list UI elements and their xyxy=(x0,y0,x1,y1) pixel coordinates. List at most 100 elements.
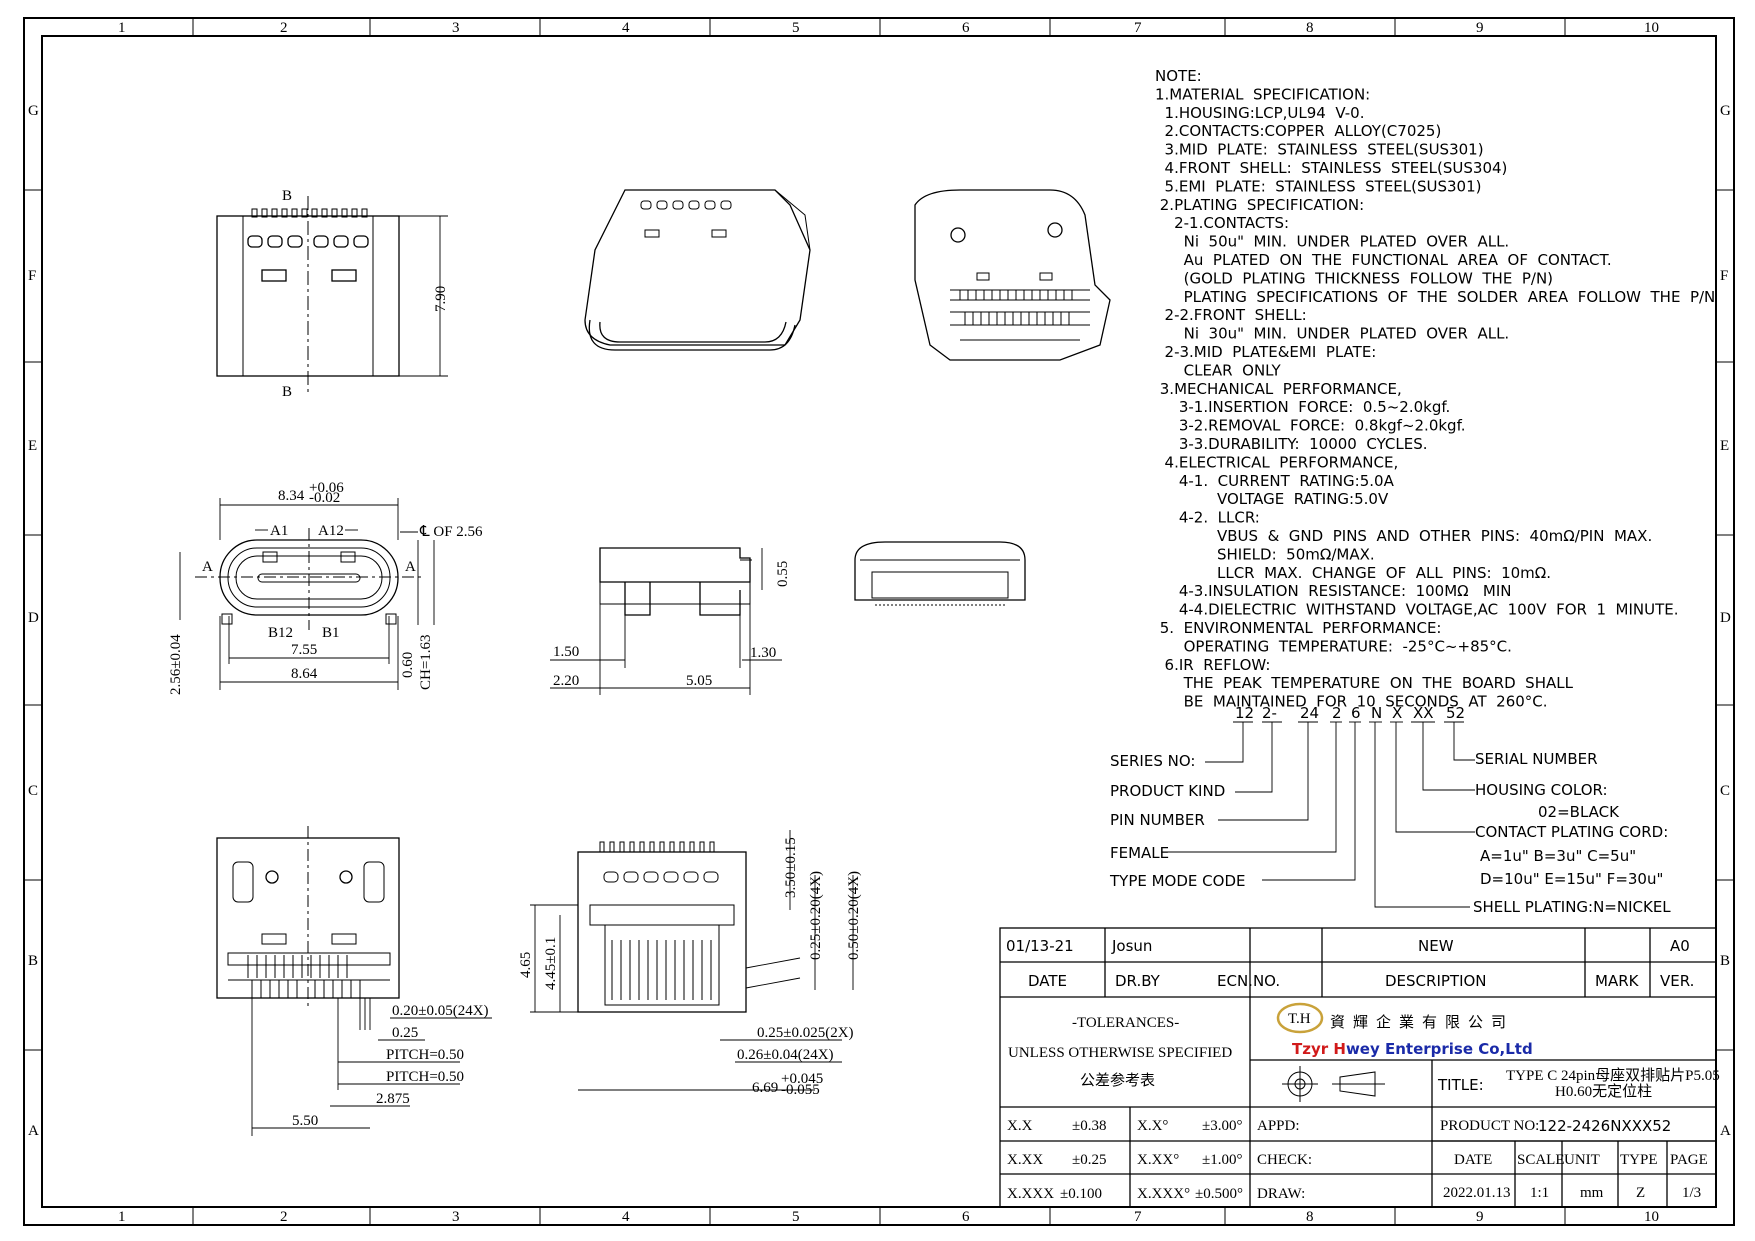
note-line: 4-4.DIELECTRIC WITHSTAND VOLTAGE,AC 100V… xyxy=(1155,601,1679,619)
label-views-front-dim_0_60: 0.60 xyxy=(400,652,416,678)
label-views-front-width_base: 8.34 xyxy=(278,488,305,504)
col-label-top: 2 xyxy=(280,20,288,36)
label-title_block-appd: APPD: xyxy=(1257,1118,1300,1134)
label-title_block-tol_rows-1-b: ±0.25 xyxy=(1072,1152,1106,1168)
label-title_block-company_cn: 資輝企業有限公司 xyxy=(1330,1013,1514,1031)
inner-frame xyxy=(41,35,1717,1208)
part-code-breakdown: 12 2- 24 2 6 N X XX 52 SERIES NO: PRODUC… xyxy=(1109,704,1671,916)
label-title_block-h_desc: DESCRIPTION xyxy=(1385,972,1487,990)
label-part_code-shell_plating: SHELL PLATING:N=NICKEL xyxy=(1473,898,1671,916)
row-label-left: C xyxy=(28,783,38,799)
label-title_block-h_ver: VER. xyxy=(1660,972,1694,990)
label-title_block-rev_desc: NEW xyxy=(1418,937,1454,955)
label-title_block-tol_rows-2-a: X.XXX xyxy=(1007,1186,1054,1202)
label-views-rear-v1: 3.50±0.15 xyxy=(783,837,799,898)
row-label-left: F xyxy=(28,268,36,284)
col-label-bottom: 9 xyxy=(1476,1209,1484,1225)
label-views-top-section_mark: B xyxy=(282,384,292,400)
note-line: 2-2.FRONT SHELL: xyxy=(1155,306,1307,324)
label-part_code-contact_plating_1: A=1u" B=3u" C=5u" xyxy=(1480,847,1636,865)
label-views-rear-d3_up: +0.045 xyxy=(781,1071,823,1087)
label-views-rear-d3_base: 6.69 xyxy=(752,1080,778,1096)
label-title_block-tol_rows-0-c: X.X° xyxy=(1137,1118,1168,1134)
label-title_block-rev_by: Josun xyxy=(1111,937,1152,955)
label-views-rear-v2: 0.25±0.20(4X) xyxy=(808,871,824,960)
label-views-bottom-d1: 0.20±0.05(24X) xyxy=(392,1003,489,1019)
note-line: (GOLD PLATING THICKNESS FOLLOW THE P/N) xyxy=(1155,269,1553,287)
zone-rows: G F E D C B A G F E D C B A xyxy=(24,103,1734,1139)
label-title_block-tol_rows-2-d: ±0.500° xyxy=(1195,1186,1243,1202)
label-title_block-tol_rows-2-c: X.XXX° xyxy=(1137,1186,1190,1202)
side-view: 0.55 1.50 1.30 2.20 5.05 xyxy=(550,547,791,695)
label-views-bottom-d2: 0.25 xyxy=(392,1025,418,1041)
projection-symbol-icon xyxy=(1282,1066,1385,1102)
label-title_block-v_unit: mm xyxy=(1580,1185,1604,1201)
label-views-front-pin_b1: B1 xyxy=(322,625,340,641)
note-line: 4-2. LLCR: xyxy=(1155,509,1260,527)
label-views-front-centerline: ℄ OF 2.56 xyxy=(419,524,483,540)
row-label-right: G xyxy=(1720,103,1731,119)
note-line: PLATING SPECIFICATIONS OF THE SOLDER ARE… xyxy=(1155,288,1715,306)
dim-7-90: 7.90 xyxy=(433,286,449,312)
label-part_code-segments-2: 24 xyxy=(1300,704,1319,722)
label-views-rear-d3_low: -0.055 xyxy=(781,1082,820,1098)
label-title_block-h_drby: DR.BY xyxy=(1115,972,1161,990)
note-line: CLEAR ONLY xyxy=(1155,361,1282,379)
note-line: 3-2.REMOVAL FORCE: 0.8kgf~2.0kgf. xyxy=(1155,417,1466,435)
col-label-bottom: 10 xyxy=(1644,1209,1659,1225)
col-label-bottom: 4 xyxy=(622,1209,630,1225)
label-title_block-title_label: TITLE: xyxy=(1437,1076,1484,1094)
label-title_block-check: CHECK: xyxy=(1257,1152,1312,1168)
label-views-rear-v3: 0.50±0.20(4X) xyxy=(846,871,862,960)
label-title_block-title_1: TYPE C 24pin母座双排贴片P5.05 xyxy=(1506,1067,1720,1084)
row-label-right: C xyxy=(1720,783,1730,799)
label-title_block-v_scale: 1:1 xyxy=(1530,1185,1549,1201)
note-line: OPERATING TEMPERATURE: -25°C~+85°C. xyxy=(1155,637,1512,655)
note-line: LLCR MAX. CHANGE OF ALL PINS: 10mΩ. xyxy=(1155,564,1551,582)
note-line: 5.EMI PLATE: STAINLESS STEEL(SUS301) xyxy=(1155,177,1482,195)
col-label-bottom: 1 xyxy=(118,1209,126,1225)
note-line: 2-3.MID PLATE&EMI PLATE: xyxy=(1155,343,1376,361)
col-label-bottom: 7 xyxy=(1134,1209,1142,1225)
note-line: 4.FRONT SHELL: STAINLESS STEEL(SUS304) xyxy=(1155,159,1507,177)
row-label-left: G xyxy=(28,103,39,119)
label-part_code-series_no: SERIES NO: xyxy=(1110,752,1195,770)
label-title_block-tol_title: -TOLERANCES- xyxy=(1072,1015,1179,1031)
label-views-front-pin_a1: A1 xyxy=(270,523,288,539)
top-view: B B 7.90 xyxy=(216,188,449,400)
label-title_block-h2_unit: UNIT xyxy=(1564,1152,1600,1168)
label-part_code-segments-3: 2 xyxy=(1332,704,1342,722)
label-title_block-product_label: PRODUCT NO: xyxy=(1440,1118,1539,1134)
col-label-top: 7 xyxy=(1134,20,1142,36)
note-line: BE MAINTAINED FOR 10 SECONDS AT 260°C. xyxy=(1155,693,1548,711)
label-views-rear-h1: 4.65 xyxy=(518,952,534,978)
label-part_code-segments-8: 52 xyxy=(1446,704,1465,722)
label-title_block-rev_date: 01/13-21 xyxy=(1006,937,1074,955)
label-title_block-company_en_2: H xyxy=(1333,1040,1346,1058)
label-title_block-draw: DRAW: xyxy=(1257,1186,1305,1202)
col-label-bottom: 5 xyxy=(792,1209,800,1225)
label-title_block-v_page: 1/3 xyxy=(1682,1185,1701,1201)
iso-view-front xyxy=(584,189,811,351)
label-part_code-female: FEMALE xyxy=(1110,844,1169,862)
label-part_code-pin_number: PIN NUMBER xyxy=(1110,811,1205,829)
label-part_code-segments-6: X xyxy=(1392,704,1402,722)
label-title_block-product_no: 122-2426NXXX52 xyxy=(1538,1117,1671,1135)
row-label-left: A xyxy=(28,1123,39,1139)
label-title_block-h2_date: DATE xyxy=(1454,1152,1492,1168)
row-label-right: D xyxy=(1720,610,1731,626)
label-views-bottom-d3: PITCH=0.50 xyxy=(386,1047,464,1063)
col-label-top: 10 xyxy=(1644,20,1659,36)
label-title_block-tol_rows-2-b: ±0.100 xyxy=(1060,1186,1102,1202)
label-part_code-segments-4: 6 xyxy=(1351,704,1361,722)
note-line: 3-1.INSERTION FORCE: 0.5~2.0kgf. xyxy=(1155,398,1450,416)
label-part_code-type_mode: TYPE MODE CODE xyxy=(1109,872,1245,890)
row-label-left: B xyxy=(28,953,38,969)
row-label-left: E xyxy=(28,438,37,454)
note-line: VOLTAGE RATING:5.0V xyxy=(1155,490,1389,508)
col-label-bottom: 8 xyxy=(1306,1209,1314,1225)
col-label-top: 4 xyxy=(622,20,630,36)
label-part_code-segments-0: 12 xyxy=(1235,704,1254,722)
label-title_block-tol_rows-0-d: ±3.00° xyxy=(1202,1118,1242,1134)
label-views-front-width_tol_upper: +0.06 xyxy=(309,480,344,496)
